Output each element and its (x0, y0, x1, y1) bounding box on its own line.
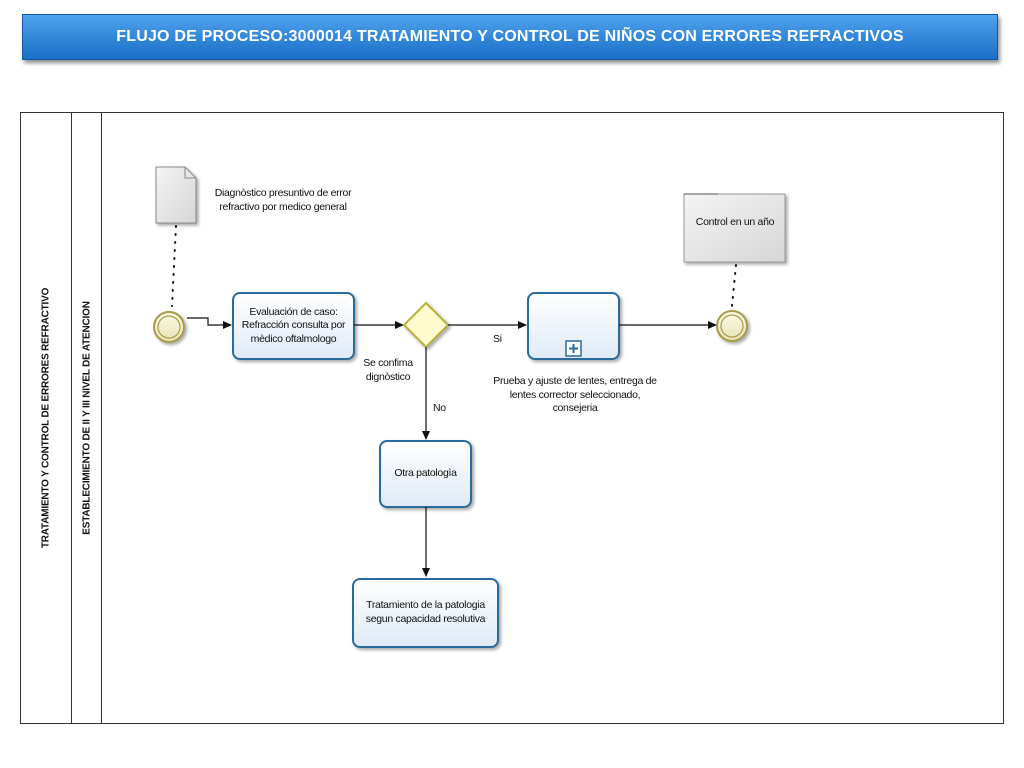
end-event (716, 310, 748, 342)
exclusive-gateway[interactable] (402, 301, 450, 349)
branch-no-label: No (433, 402, 446, 414)
task-other-label: Otra patologìa (394, 467, 457, 480)
association-line (731, 264, 737, 307)
sequence-flow (187, 317, 232, 329)
subprocess[interactable] (527, 292, 620, 360)
task-evaluation[interactable] (232, 292, 355, 360)
gateway-label: Se confima dignòstico (363, 357, 413, 383)
association-line (171, 225, 177, 307)
end-note-artifact (683, 193, 786, 263)
task-treatment-label: Tratamiento de la patologia segun capaci… (365, 599, 486, 625)
task-evaluation-label: Evaluación de caso: Refracción consulta … (241, 305, 346, 345)
branch-yes-label: Si (493, 333, 502, 345)
document-artifact (155, 166, 197, 224)
end-note-label: Control en un año (695, 216, 775, 229)
document-note-label: Diagnòstico presuntivo de error refracti… (214, 187, 352, 213)
subprocess-caption: Prueba y ajuste de lentes, entrega de le… (493, 375, 657, 415)
pool: TRATAMIENTO Y CONTROL DE ERRORES REFRACT… (20, 112, 1004, 724)
lane-label-column: ESTABLECIMIENTO DE II Y III NIVEL DE ATE… (72, 113, 102, 723)
page-title: FLUJO DE PROCESO:3000014 TRATAMIENTO Y C… (22, 14, 998, 60)
subprocess-expand-icon[interactable] (565, 340, 582, 357)
start-event (153, 311, 185, 343)
task-treatment[interactable] (352, 578, 499, 648)
pool-label-column: TRATAMIENTO Y CONTROL DE ERRORES REFRACT… (21, 113, 72, 723)
